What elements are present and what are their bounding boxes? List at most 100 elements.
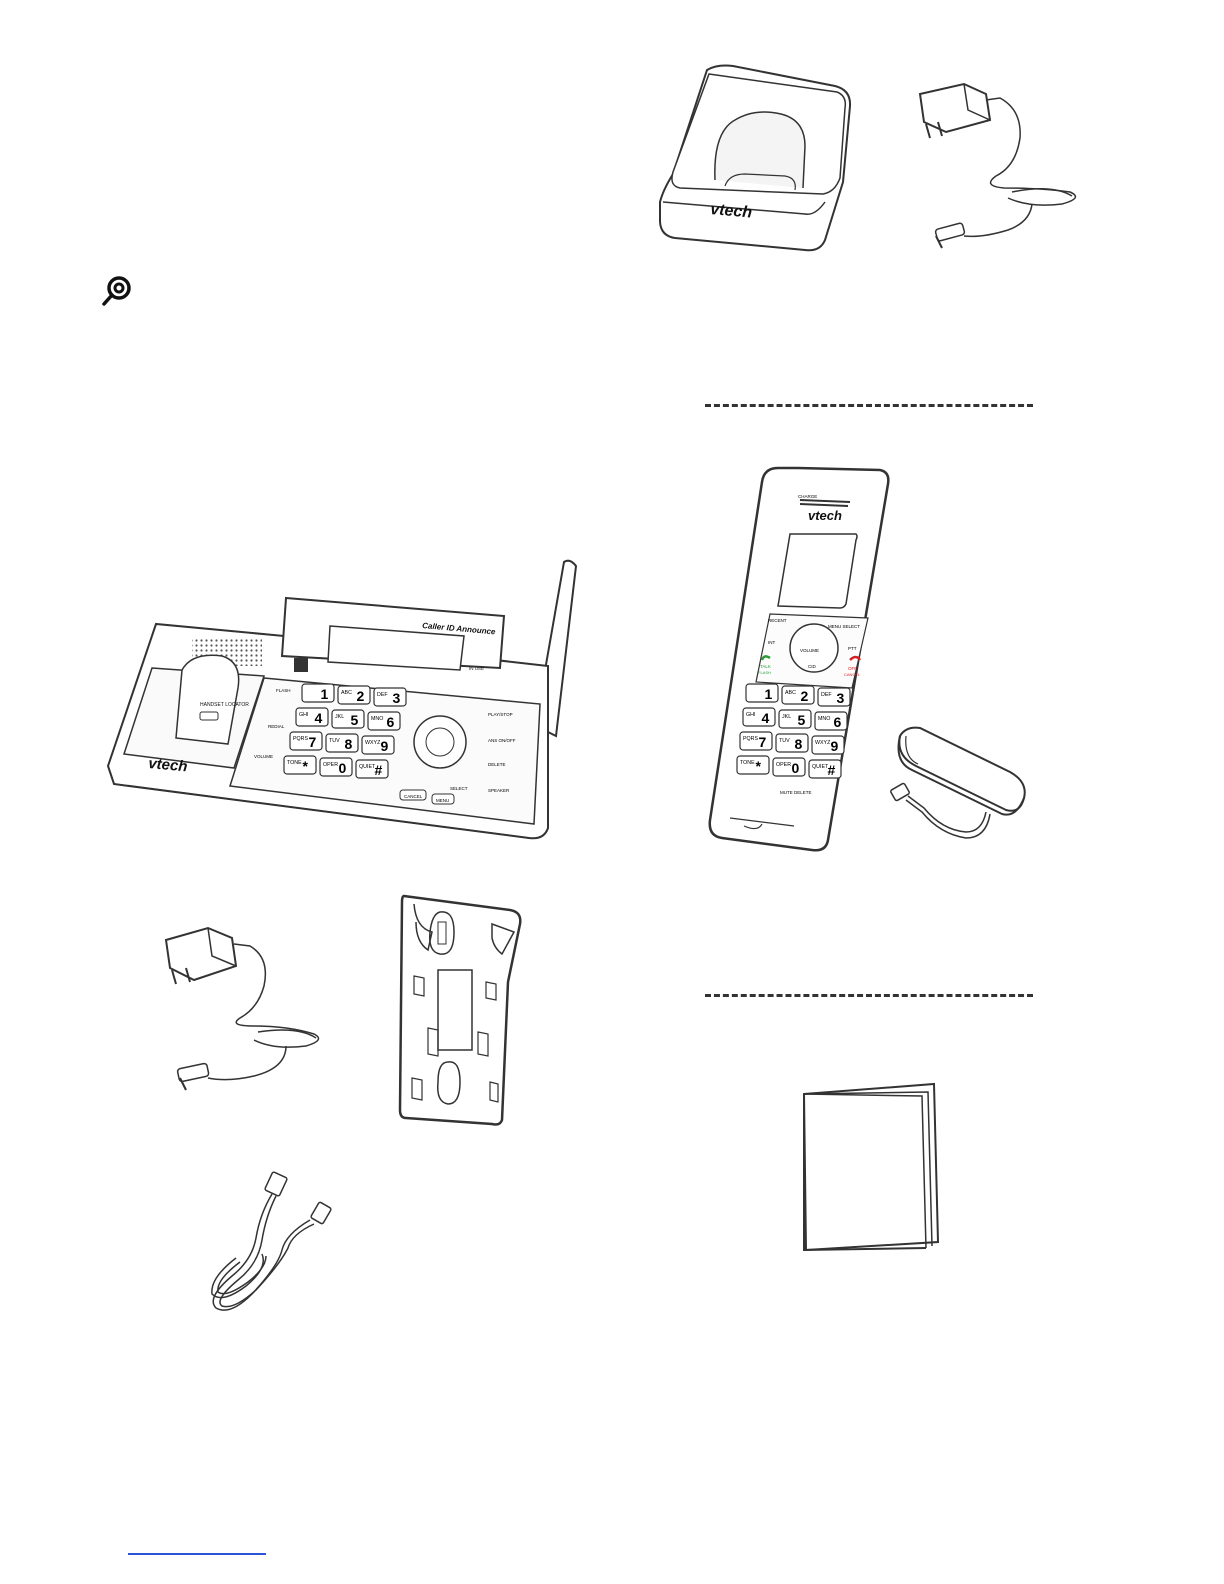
key-letters: GHI	[299, 712, 308, 718]
off-label: OFF	[848, 666, 857, 671]
key-letters: TONE	[740, 760, 755, 766]
key-digit: 9	[381, 738, 389, 754]
key-4[interactable]	[742, 707, 776, 727]
key-digit: 7	[309, 734, 317, 750]
key-5[interactable]	[331, 709, 365, 729]
key-letters: ABC	[785, 690, 796, 696]
key-letters: OPER	[776, 762, 791, 768]
handset-locator-label: HANDSET LOCATOR	[200, 702, 249, 708]
key-digit: 3	[837, 690, 845, 706]
key-1[interactable]	[301, 683, 335, 703]
key-digit: 9	[831, 738, 839, 754]
talk-label: TALK	[760, 664, 771, 669]
redial-label: REDIAL	[268, 724, 285, 729]
key-2[interactable]	[781, 685, 815, 705]
key-letters: QUIET	[359, 764, 376, 770]
handset-volume-label: VOLUME	[800, 648, 819, 653]
key-6[interactable]	[367, 711, 401, 731]
key-letters: TONE	[287, 760, 302, 766]
mute-delete-label: MUTE DELETE	[780, 790, 812, 795]
select-label: SELECT	[450, 786, 468, 791]
base-logo: vtech	[148, 755, 189, 775]
key-digit: 6	[834, 714, 842, 730]
key-digit: 0	[792, 760, 800, 776]
telephone-base-illustration: HANDSET LOCATOR vtech Caller ID Announce…	[106, 559, 578, 840]
battery-pack-illustration	[890, 726, 1026, 839]
key-6[interactable]	[814, 711, 848, 731]
ans-onoff-label: ANS ON/OFF	[488, 738, 516, 743]
cancel-label: CANCEL	[404, 794, 423, 799]
talk-icon	[760, 655, 771, 661]
key-3[interactable]	[373, 687, 407, 707]
key-digit: 5	[351, 712, 359, 728]
flash-label: FLASH	[758, 670, 771, 675]
key-letters: PQRS	[743, 736, 759, 742]
key-letters: WXYZ	[815, 740, 831, 746]
handset-power-adapter-illustration	[918, 82, 1077, 249]
charge-label: CHARGE	[798, 494, 817, 499]
cradle-logo: vtech	[710, 201, 753, 222]
key-digit: 2	[801, 688, 809, 704]
wall-mount-bracket-illustration	[398, 894, 522, 1126]
key-1[interactable]	[745, 683, 779, 703]
key-3[interactable]	[817, 687, 851, 707]
key-4[interactable]	[295, 707, 329, 727]
key-hash[interactable]	[808, 759, 842, 779]
key-0[interactable]	[319, 757, 353, 777]
key-digit: *	[756, 758, 762, 774]
key-8[interactable]	[325, 733, 359, 753]
key-letters: MNO	[371, 716, 383, 722]
key-digit: 3	[393, 690, 401, 706]
volume-label: VOLUME	[254, 754, 273, 759]
key-8[interactable]	[775, 733, 809, 753]
key-2[interactable]	[337, 685, 371, 705]
key-letters: QUIET	[812, 764, 829, 770]
menu-button[interactable]	[431, 793, 455, 805]
key-5[interactable]	[778, 709, 812, 729]
note-icon	[102, 276, 131, 306]
key-hash[interactable]	[355, 759, 389, 779]
key-letters: OPER	[323, 762, 338, 768]
key-letters: DEF	[821, 692, 832, 698]
handset-navigation-wheel[interactable]	[789, 623, 839, 673]
key-star[interactable]	[736, 755, 770, 775]
key-star[interactable]	[283, 755, 317, 775]
delete-label: DELETE	[488, 762, 506, 767]
key-9[interactable]	[811, 735, 845, 755]
key-digit: #	[828, 762, 836, 778]
key-digit: 7	[759, 734, 767, 750]
key-9[interactable]	[361, 735, 395, 755]
key-letters: MNO	[818, 716, 830, 722]
key-digit: 4	[315, 710, 323, 726]
key-digit: 1	[321, 686, 329, 702]
key-7[interactable]	[739, 731, 773, 751]
handset-cancel-label: CANCEL	[844, 672, 861, 677]
key-digit: 1	[765, 686, 773, 702]
speaker-label: SPEAKER	[488, 788, 510, 793]
key-7[interactable]	[289, 731, 323, 751]
key-letters: TUV	[779, 738, 790, 744]
handset-logo: vtech	[808, 508, 842, 523]
cordless-handset-illustration: CHARGE vtech RECENT MENU SELECT INT PTT …	[708, 466, 890, 852]
key-digit: 8	[795, 736, 803, 752]
key-0[interactable]	[772, 757, 806, 777]
key-digit: 8	[345, 736, 353, 752]
menu-label: MENU	[436, 798, 449, 803]
key-letters: ABC	[341, 690, 352, 696]
key-digit: 2	[357, 688, 365, 704]
flash-label: FLASH	[276, 688, 291, 693]
caller-id-indicator	[294, 658, 308, 672]
footer-link-underline[interactable]	[128, 1553, 266, 1555]
key-letters: JKL	[782, 714, 791, 720]
key-letters: JKL	[335, 714, 344, 720]
recent-label: RECENT	[768, 618, 787, 623]
user-manual-booklet-illustration	[802, 1082, 940, 1252]
base-power-adapter-illustration	[164, 926, 320, 1091]
off-icon	[849, 655, 862, 661]
cancel-button[interactable]	[399, 789, 427, 801]
key-digit: 4	[762, 710, 770, 726]
handset-locator-button[interactable]	[199, 711, 219, 721]
key-letters: WXYZ	[365, 740, 381, 746]
